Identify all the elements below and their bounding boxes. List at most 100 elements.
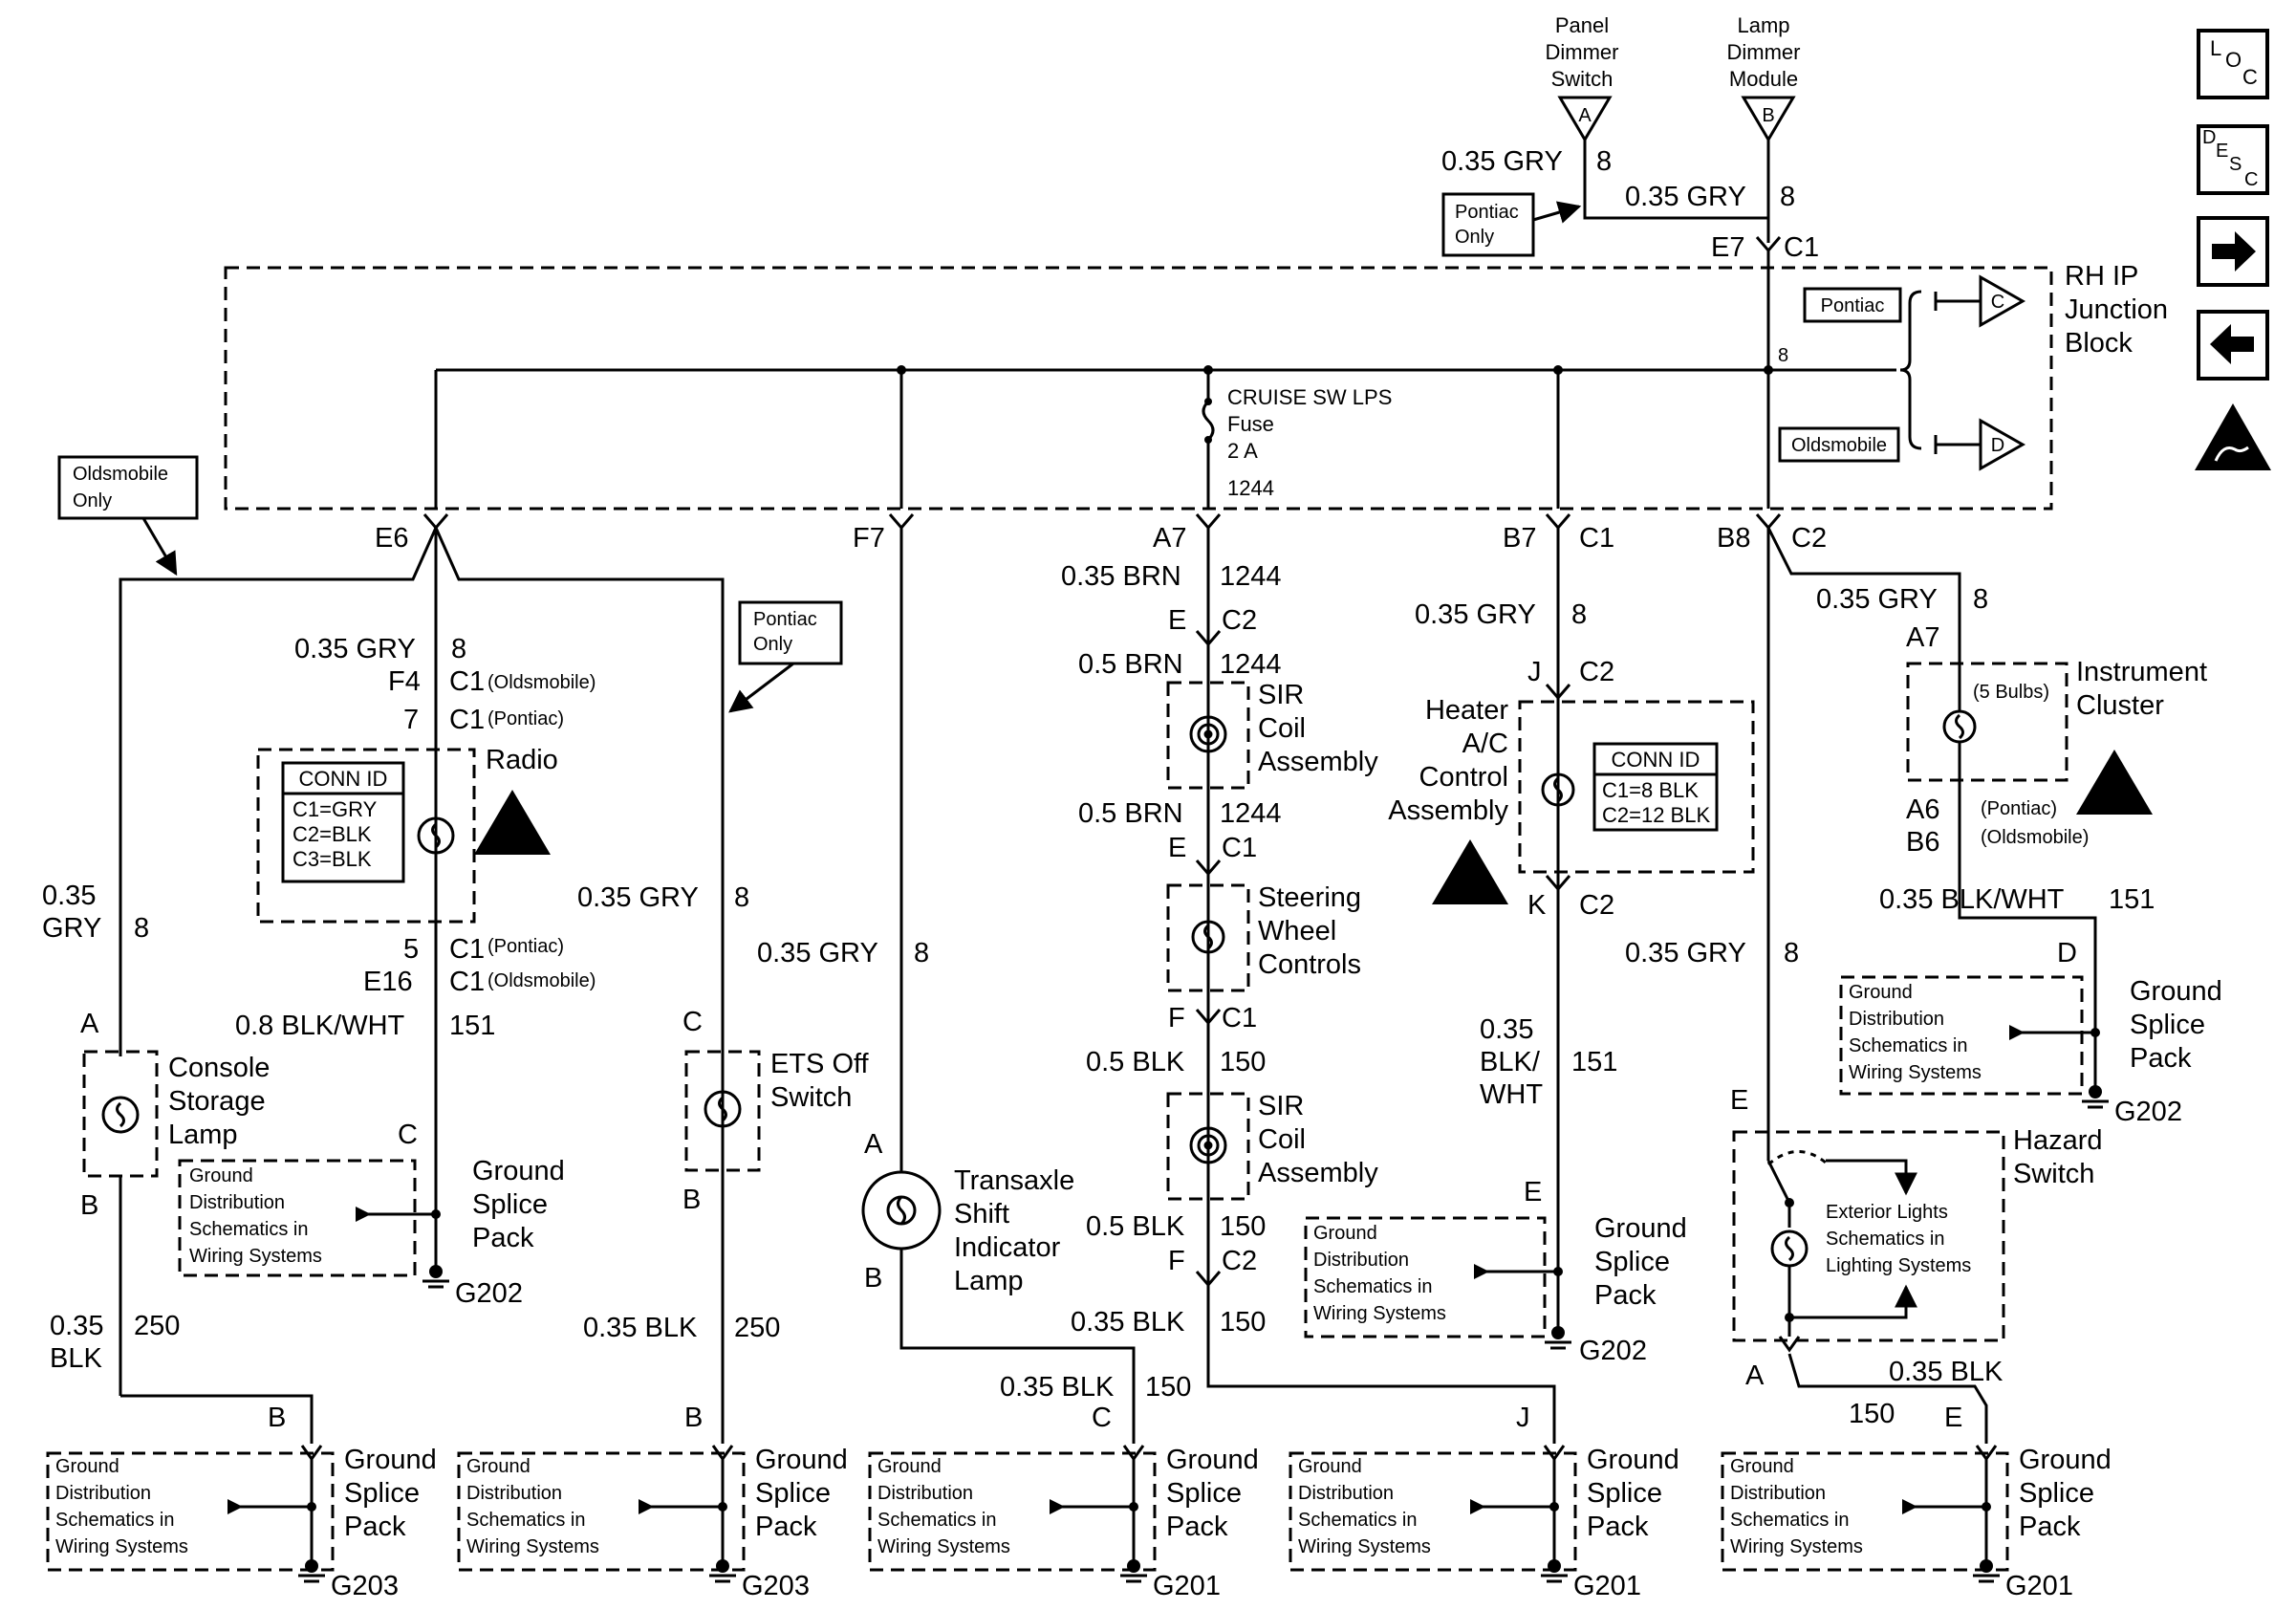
svg-text:C1: C1 <box>449 934 485 965</box>
svg-text:151: 151 <box>1571 1047 1617 1077</box>
arrow-right-icon[interactable] <box>2197 216 2269 287</box>
column-b8: B8 C2 0.35 GRY 8 A7 (5 Bulbs) Instrument… <box>1625 513 2222 1444</box>
svg-text:1244: 1244 <box>1220 649 1282 680</box>
wire-label: 0.35 GRY <box>1625 182 1746 212</box>
svg-text:8: 8 <box>451 634 466 664</box>
svg-text:8: 8 <box>1571 599 1587 630</box>
svg-text:C: C <box>1991 292 2004 313</box>
svg-text:E: E <box>1524 1177 1542 1208</box>
ground-point-label: G203 <box>742 1571 810 1601</box>
svg-text:O: O <box>2225 48 2242 72</box>
svg-text:L: L <box>2210 36 2221 60</box>
svg-text:C: C <box>2244 169 2258 190</box>
svg-text:7: 7 <box>403 705 419 735</box>
esd-warning-icon <box>2195 403 2271 470</box>
svg-text:A: A <box>80 1009 99 1039</box>
svg-text:C1: C1 <box>1784 232 1819 263</box>
esd-warning-icon <box>474 790 551 855</box>
svg-text:B: B <box>864 1263 882 1294</box>
svg-text:F: F <box>1168 1003 1185 1033</box>
svg-text:1244: 1244 <box>1227 476 1274 500</box>
pontiac-tag: Pontiac <box>1821 295 1885 316</box>
svg-text:0.35 BRN: 0.35 BRN <box>1061 561 1181 592</box>
oldsmobile-tag: Oldsmobile <box>1791 435 1887 456</box>
svg-text:0.5 BLK: 0.5 BLK <box>1086 1211 1185 1242</box>
svg-text:250: 250 <box>134 1311 180 1341</box>
svg-text:0.35 GRY: 0.35 GRY <box>1816 584 1938 615</box>
svg-text:J: J <box>1527 657 1542 687</box>
svg-text:C1: C1 <box>1222 1003 1257 1033</box>
svg-text:B7: B7 <box>1503 523 1536 554</box>
svg-text:(5 Bulbs): (5 Bulbs) <box>1973 682 2049 703</box>
svg-text:B: B <box>1762 105 1774 126</box>
svg-text:D: D <box>2202 127 2216 148</box>
svg-text:0.35 BLK: 0.35 BLK <box>1889 1357 2004 1387</box>
ground-point-label: G201 <box>2005 1571 2073 1601</box>
svg-text:C2: C2 <box>1222 605 1257 636</box>
svg-text:(Pontiac): (Pontiac) <box>487 936 564 957</box>
svg-text:CONN ID: CONN ID <box>299 767 388 791</box>
arrow-left-icon[interactable] <box>2197 310 2269 381</box>
svg-text:B: B <box>80 1190 98 1221</box>
svg-text:G202: G202 <box>1579 1336 1647 1366</box>
svg-text:J: J <box>1516 1403 1530 1433</box>
svg-text:1244: 1244 <box>1220 561 1282 592</box>
svg-text:150: 150 <box>1145 1372 1191 1403</box>
svg-text:151: 151 <box>2109 884 2155 915</box>
svg-text:E6: E6 <box>375 523 408 554</box>
svg-text:8: 8 <box>134 913 149 944</box>
svg-text:B8: B8 <box>1717 523 1750 554</box>
esd-warning-icon <box>2076 750 2153 815</box>
svg-text:E: E <box>2216 141 2228 162</box>
svg-text:8: 8 <box>734 882 749 913</box>
svg-text:8: 8 <box>1973 584 1988 615</box>
svg-text:E: E <box>1168 833 1186 863</box>
svg-text:8: 8 <box>914 938 929 968</box>
svg-text:K: K <box>1527 890 1547 921</box>
svg-text:G202: G202 <box>455 1278 523 1309</box>
circuit-number: 8 <box>1596 146 1612 177</box>
svg-text:0.35 GRY: 0.35 GRY <box>1625 938 1746 968</box>
svg-text:F: F <box>1168 1246 1185 1276</box>
svg-text:8: 8 <box>1778 345 1788 366</box>
svg-text:151: 151 <box>449 1011 495 1041</box>
svg-text:E: E <box>1730 1085 1748 1116</box>
svg-text:F7: F7 <box>853 523 885 554</box>
svg-text:0.35 GRY: 0.35 GRY <box>757 938 878 968</box>
svg-text:C: C <box>2242 65 2258 89</box>
svg-text:A7: A7 <box>1906 622 1939 653</box>
svg-text:C1: C1 <box>449 967 485 997</box>
svg-text:0.8 BLK/WHT: 0.8 BLK/WHT <box>235 1011 405 1041</box>
